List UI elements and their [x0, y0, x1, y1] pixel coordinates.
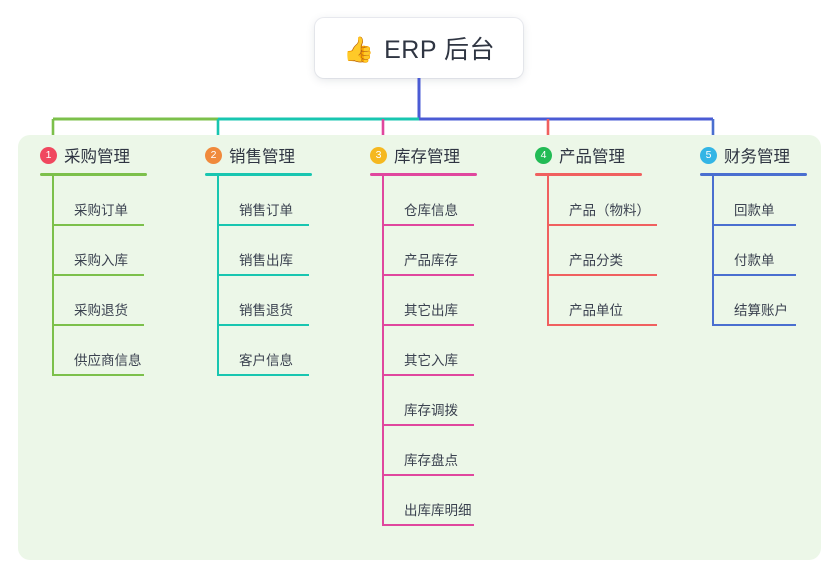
branch-item[interactable]: 销售退货: [217, 276, 309, 326]
branch-item-label: 其它出库: [404, 303, 458, 318]
branch-header-rule-4: [535, 173, 642, 176]
branches-panel: 1 采购管理采购订单采购入库采购退货供应商信息 2 销售管理销售订单销售出库销售退货客…: [18, 135, 821, 560]
branch-item[interactable]: 产品库存: [382, 226, 474, 276]
branch-title-3: 库存管理: [394, 148, 460, 166]
branch-item[interactable]: 销售订单: [217, 176, 309, 226]
branch-item-label: 销售退货: [239, 303, 293, 318]
branch-spine-1: [52, 176, 54, 376]
branch-badge-2: 2: [205, 146, 222, 164]
branch-item-label: 采购入库: [74, 253, 128, 268]
branch-item[interactable]: 其它出库: [382, 276, 474, 326]
branch-item-label: 产品单位: [569, 303, 623, 318]
branch-item-rule: [217, 224, 309, 226]
branch-header-rule-3: [370, 173, 477, 176]
branch-title-5: 财务管理: [724, 148, 790, 166]
branch-item-label: 客户信息: [239, 353, 293, 368]
branch-item-rule: [217, 374, 309, 376]
branch-item-label: 销售订单: [239, 203, 293, 218]
branch-item[interactable]: 付款单: [712, 226, 796, 276]
branch-item[interactable]: 仓库信息: [382, 176, 474, 226]
branch-item-rule: [52, 274, 144, 276]
branch-item[interactable]: 产品单位: [547, 276, 657, 326]
branch-item-rule: [547, 224, 657, 226]
branch-item-rule: [712, 274, 796, 276]
branch-item-rule: [382, 224, 474, 226]
branch-item-label: 回款单: [734, 203, 775, 218]
branch-header-5[interactable]: 5 财务管理: [700, 143, 790, 167]
branch-item[interactable]: 产品分类: [547, 226, 657, 276]
branch-item-label: 产品（物料）: [569, 203, 650, 218]
thumbs-up-icon: 👍: [342, 34, 375, 64]
branch-item[interactable]: 库存调拨: [382, 376, 474, 426]
branch-item-rule: [52, 324, 144, 326]
branch-item[interactable]: 结算账户: [712, 276, 796, 326]
branch-title-2: 销售管理: [229, 148, 295, 166]
branch-item[interactable]: 其它入库: [382, 326, 474, 376]
branch-item-label: 库存调拨: [404, 403, 458, 418]
branch-item-label: 其它入库: [404, 353, 458, 368]
branch-item[interactable]: 采购入库: [52, 226, 144, 276]
branch-item-rule: [382, 424, 474, 426]
branch-item-rule: [382, 524, 474, 526]
branch-header-rule-5: [700, 173, 807, 176]
branch-item-label: 出库库明细: [404, 503, 472, 518]
branch-item-rule: [382, 274, 474, 276]
branch-badge-5: 5: [700, 146, 717, 164]
branch-item-label: 仓库信息: [404, 203, 458, 218]
branch-item-label: 采购退货: [74, 303, 128, 318]
branch-spine-5: [712, 176, 714, 326]
branch-item-rule: [547, 274, 657, 276]
root-node-label: ERP 后台: [384, 36, 496, 64]
branch-item-rule: [712, 324, 796, 326]
branch-item-rule: [382, 324, 474, 326]
branch-item[interactable]: 产品（物料）: [547, 176, 657, 226]
branch-header-2[interactable]: 2 销售管理: [205, 143, 295, 167]
branch-spine-2: [217, 176, 219, 376]
branch-header-1[interactable]: 1 采购管理: [40, 143, 130, 167]
branch-item-label: 产品分类: [569, 253, 623, 268]
branch-title-1: 采购管理: [64, 148, 130, 166]
branch-item[interactable]: 出库库明细: [382, 476, 474, 526]
branch-header-4[interactable]: 4 产品管理: [535, 143, 625, 167]
branch-item[interactable]: 回款单: [712, 176, 796, 226]
branch-spine-3: [382, 176, 384, 526]
branch-item-rule: [217, 274, 309, 276]
branch-item-label: 销售出库: [239, 253, 293, 268]
branch-item[interactable]: 采购退货: [52, 276, 144, 326]
branch-badge-1: 1: [40, 146, 57, 164]
branch-header-3[interactable]: 3 库存管理: [370, 143, 460, 167]
branch-item-rule: [217, 324, 309, 326]
branch-item-rule: [52, 374, 144, 376]
branch-item-rule: [382, 474, 474, 476]
branch-item[interactable]: 供应商信息: [52, 326, 144, 376]
branch-item[interactable]: 库存盘点: [382, 426, 474, 476]
branch-badge-4: 4: [535, 146, 552, 164]
branch-badge-3: 3: [370, 146, 387, 164]
branch-item-label: 供应商信息: [74, 353, 142, 368]
branch-item-rule: [712, 224, 796, 226]
branch-header-rule-1: [40, 173, 147, 176]
root-node-erp-backend[interactable]: 👍 ERP 后台: [315, 18, 523, 78]
branch-item-rule: [52, 224, 144, 226]
branch-item-label: 采购订单: [74, 203, 128, 218]
branch-header-rule-2: [205, 173, 312, 176]
branch-item-label: 付款单: [734, 253, 775, 268]
branch-item[interactable]: 销售出库: [217, 226, 309, 276]
branch-item[interactable]: 客户信息: [217, 326, 309, 376]
branch-item-rule: [547, 324, 657, 326]
branch-spine-4: [547, 176, 549, 326]
branch-item-rule: [382, 374, 474, 376]
branch-item-label: 库存盘点: [404, 453, 458, 468]
branch-item[interactable]: 采购订单: [52, 176, 144, 226]
branch-item-label: 结算账户: [734, 303, 788, 318]
branch-title-4: 产品管理: [559, 148, 625, 166]
branch-item-label: 产品库存: [404, 253, 458, 268]
